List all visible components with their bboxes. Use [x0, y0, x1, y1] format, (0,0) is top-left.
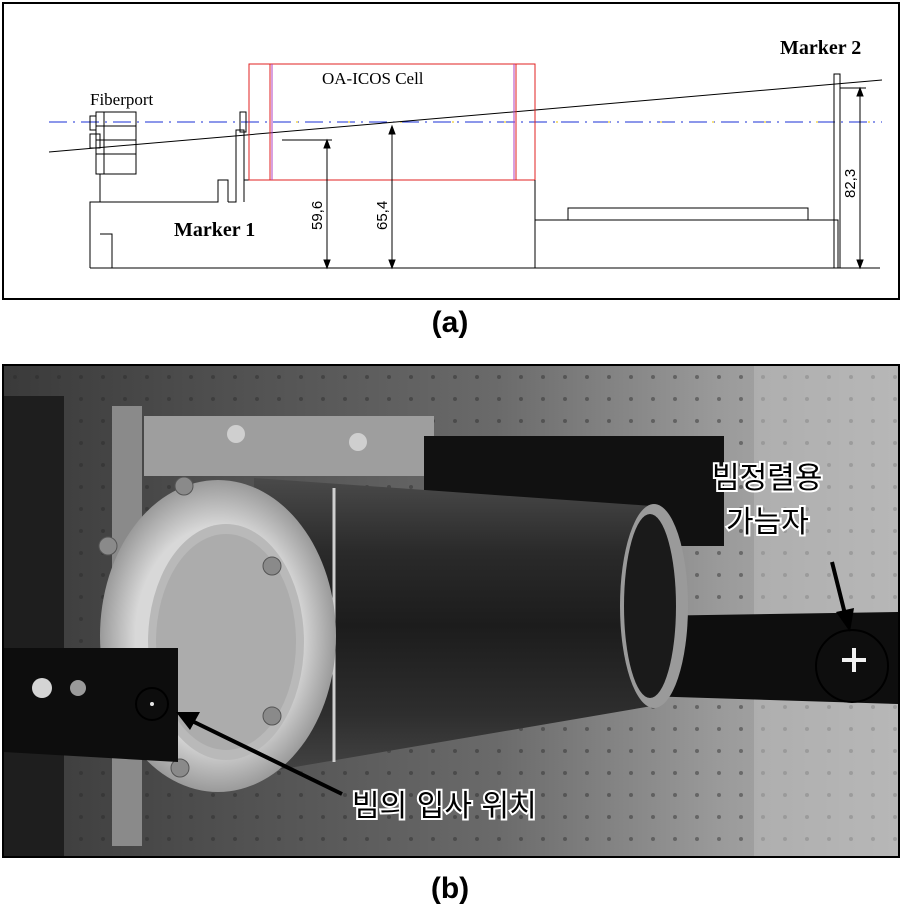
caption-b: (b) [430, 872, 470, 905]
alignment-target-label-line1: 빔정렬용 [712, 461, 822, 496]
entry-circle [135, 687, 169, 721]
base-block [100, 111, 534, 203]
dimension-59-6: 59,6 [309, 201, 326, 230]
marker1-plate [4, 648, 178, 762]
mechanical-drawing: Fiberport OA-ICOS Cell Marker 1 Marker 2… [48, 37, 883, 270]
dimension-65-4: 65,4 [374, 201, 391, 230]
beam-entry-label: 빔의 입사 위치 [352, 789, 537, 824]
flange-screw-3 [262, 706, 282, 726]
flange-screw-2 [262, 556, 282, 576]
marker1-label: Marker 1 [174, 219, 255, 241]
dimension-82-3: 82,3 [842, 169, 859, 198]
entry-point [150, 702, 154, 706]
cell-tube [254, 478, 672, 774]
dimension-lines [282, 86, 866, 270]
left-post [4, 396, 64, 856]
window-glass [156, 534, 296, 750]
arrow-to-entry [176, 712, 343, 796]
plate-nut [70, 680, 86, 696]
alignment-target-label-line2: 가늠자 [726, 505, 809, 540]
cell-label: OA-ICOS Cell [322, 69, 424, 88]
arrow-to-target [830, 561, 854, 632]
flange-screw-1 [174, 476, 194, 496]
plate-screw [32, 678, 52, 698]
flange-screw-4 [170, 758, 190, 778]
screw-1 [227, 425, 245, 443]
right-stage [534, 73, 841, 269]
marker2-label: Marker 2 [780, 37, 861, 59]
screw-2 [349, 433, 367, 451]
photo-panel-b: 빔정렬용 가늠자 빔의 입사 위치 [2, 364, 900, 858]
tilted-beam-line [48, 79, 883, 153]
setup-photo: 빔정렬용 가늠자 빔의 입사 위치 [4, 366, 898, 856]
fiberport-mount [89, 111, 137, 268]
target-circle [815, 629, 889, 703]
caption-a: (a) [431, 306, 469, 339]
fiberport-label: Fiberport [90, 90, 154, 109]
top-clamp [144, 416, 434, 476]
tube-end [624, 514, 676, 698]
crosshair-v [852, 648, 856, 672]
diagram-panel-a: Fiberport OA-ICOS Cell Marker 1 Marker 2… [2, 2, 900, 300]
right-plate [754, 366, 898, 856]
flange-screw-5 [98, 536, 118, 556]
